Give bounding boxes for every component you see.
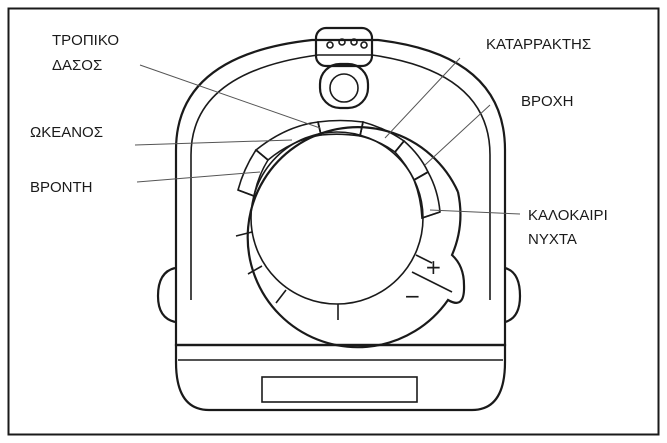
- label-thunder: ΒΡΟΝΤΗ: [30, 179, 93, 196]
- label-summer-night-line1: ΚΑΛΟΚΑΙΡΙ: [528, 207, 608, 224]
- label-waterfall: ΚΑΤΑΡΡΑΚΤΗΣ: [486, 36, 591, 53]
- thunder-button[interactable]: [237, 148, 270, 198]
- label-tropical-forest-line1: ΤΡΟΠΙΚΟ: [52, 32, 119, 49]
- label-rain: ΒΡΟΧΗ: [521, 93, 574, 110]
- label-ocean: ΩΚΕΑΝΟΣ: [30, 124, 103, 141]
- diagram-frame: [7, 7, 660, 436]
- label-tropical-forest-line2: ΔΑΣΟΣ: [52, 57, 102, 74]
- leader-lines: [134, 57, 521, 215]
- volume-up-button[interactable]: +: [425, 255, 442, 279]
- control-ring-inner: [250, 131, 424, 305]
- device-inner-contour: [190, 54, 491, 300]
- control-ring-outer: [246, 126, 466, 349]
- ocean-button[interactable]: [254, 121, 322, 162]
- summer-night-button[interactable]: [413, 170, 441, 220]
- left-foot: [156, 266, 176, 324]
- top-knob[interactable]: [314, 26, 374, 110]
- volume-divider: [411, 271, 453, 293]
- label-summer-night-line2: ΝΥΧΤΑ: [528, 231, 577, 248]
- right-foot: [504, 266, 522, 324]
- volume-down-button[interactable]: −: [404, 284, 421, 308]
- base-slot: [261, 376, 418, 403]
- device-body: [174, 38, 507, 347]
- device-base: [174, 343, 507, 412]
